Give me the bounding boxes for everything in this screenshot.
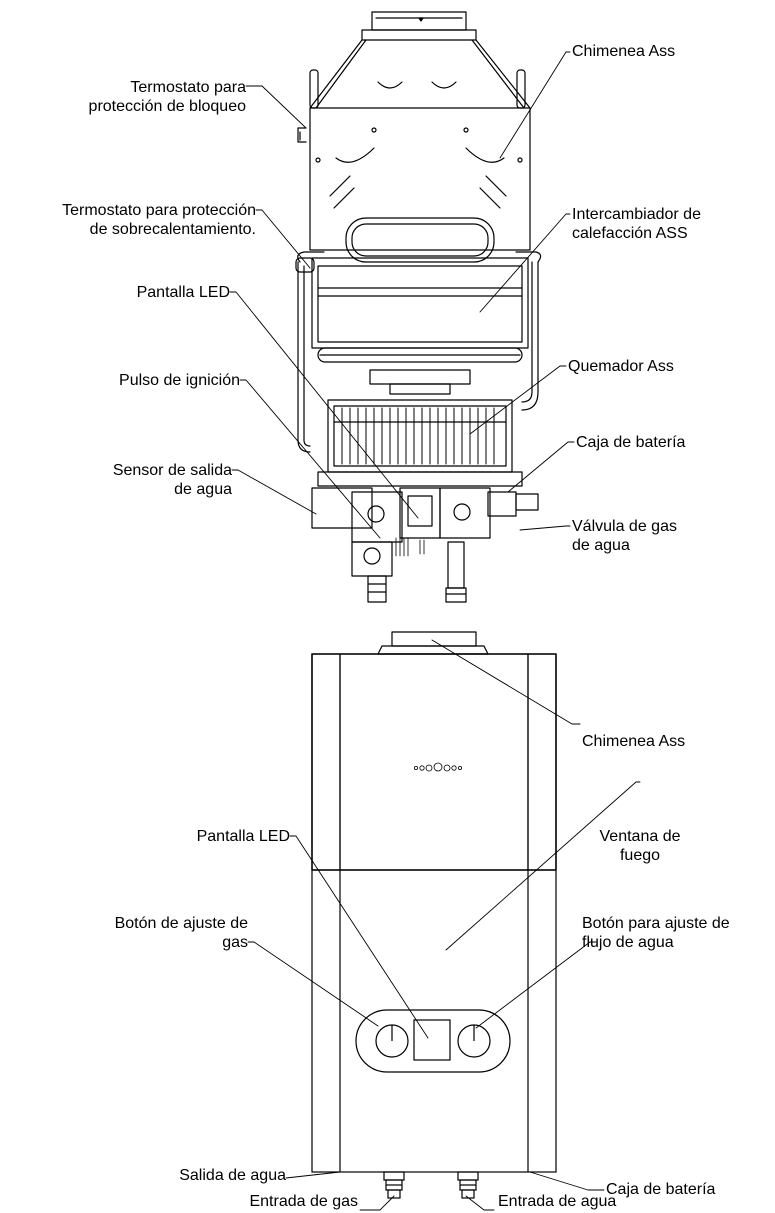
label-boton-gas: Botón de ajuste de gas [114, 915, 248, 951]
label-pantalla-led-top: Pantalla LED [136, 284, 230, 301]
label-pantalla-led-bottom: Pantalla LED [196, 828, 290, 845]
label-sensor-salida: Sensor de salida de agua [112, 462, 232, 498]
label-entrada-agua: Entrada de agua [498, 1193, 617, 1210]
bottom-leader-lines [247, 639, 641, 1211]
label-valvula: Válvula de gas de agua [572, 518, 677, 554]
label-intercambiador: Intercambiador de calefacción ASS [572, 206, 701, 242]
label-chimenea-bottom: Chimenea Ass [582, 733, 686, 750]
label-caja-bateria-bottom: Caja de batería [606, 1181, 716, 1198]
top-leader-lines [229, 51, 575, 539]
label-ventana-fuego: Ventana de fuego [599, 828, 681, 864]
label-pulso-ignicion: Pulso de ignición [119, 372, 240, 389]
label-termostato-sobrecalentamiento: Termostato para protección de sobrecalen… [62, 202, 256, 238]
label-termostato-bloqueo: Termostato para protección de bloqueo [88, 79, 246, 115]
label-boton-agua: Botón para ajuste de flujo de agua [582, 915, 730, 951]
led-screen [413, 1019, 451, 1061]
label-quemador: Quemador Ass [568, 358, 674, 375]
label-salida-agua: Salida de agua [179, 1167, 286, 1184]
label-entrada-gas: Entrada de gas [249, 1193, 358, 1210]
label-chimenea-top: Chimenea Ass [572, 43, 676, 60]
internal-assembly [295, 11, 542, 603]
label-caja-bateria-top: Caja de batería [576, 434, 686, 451]
